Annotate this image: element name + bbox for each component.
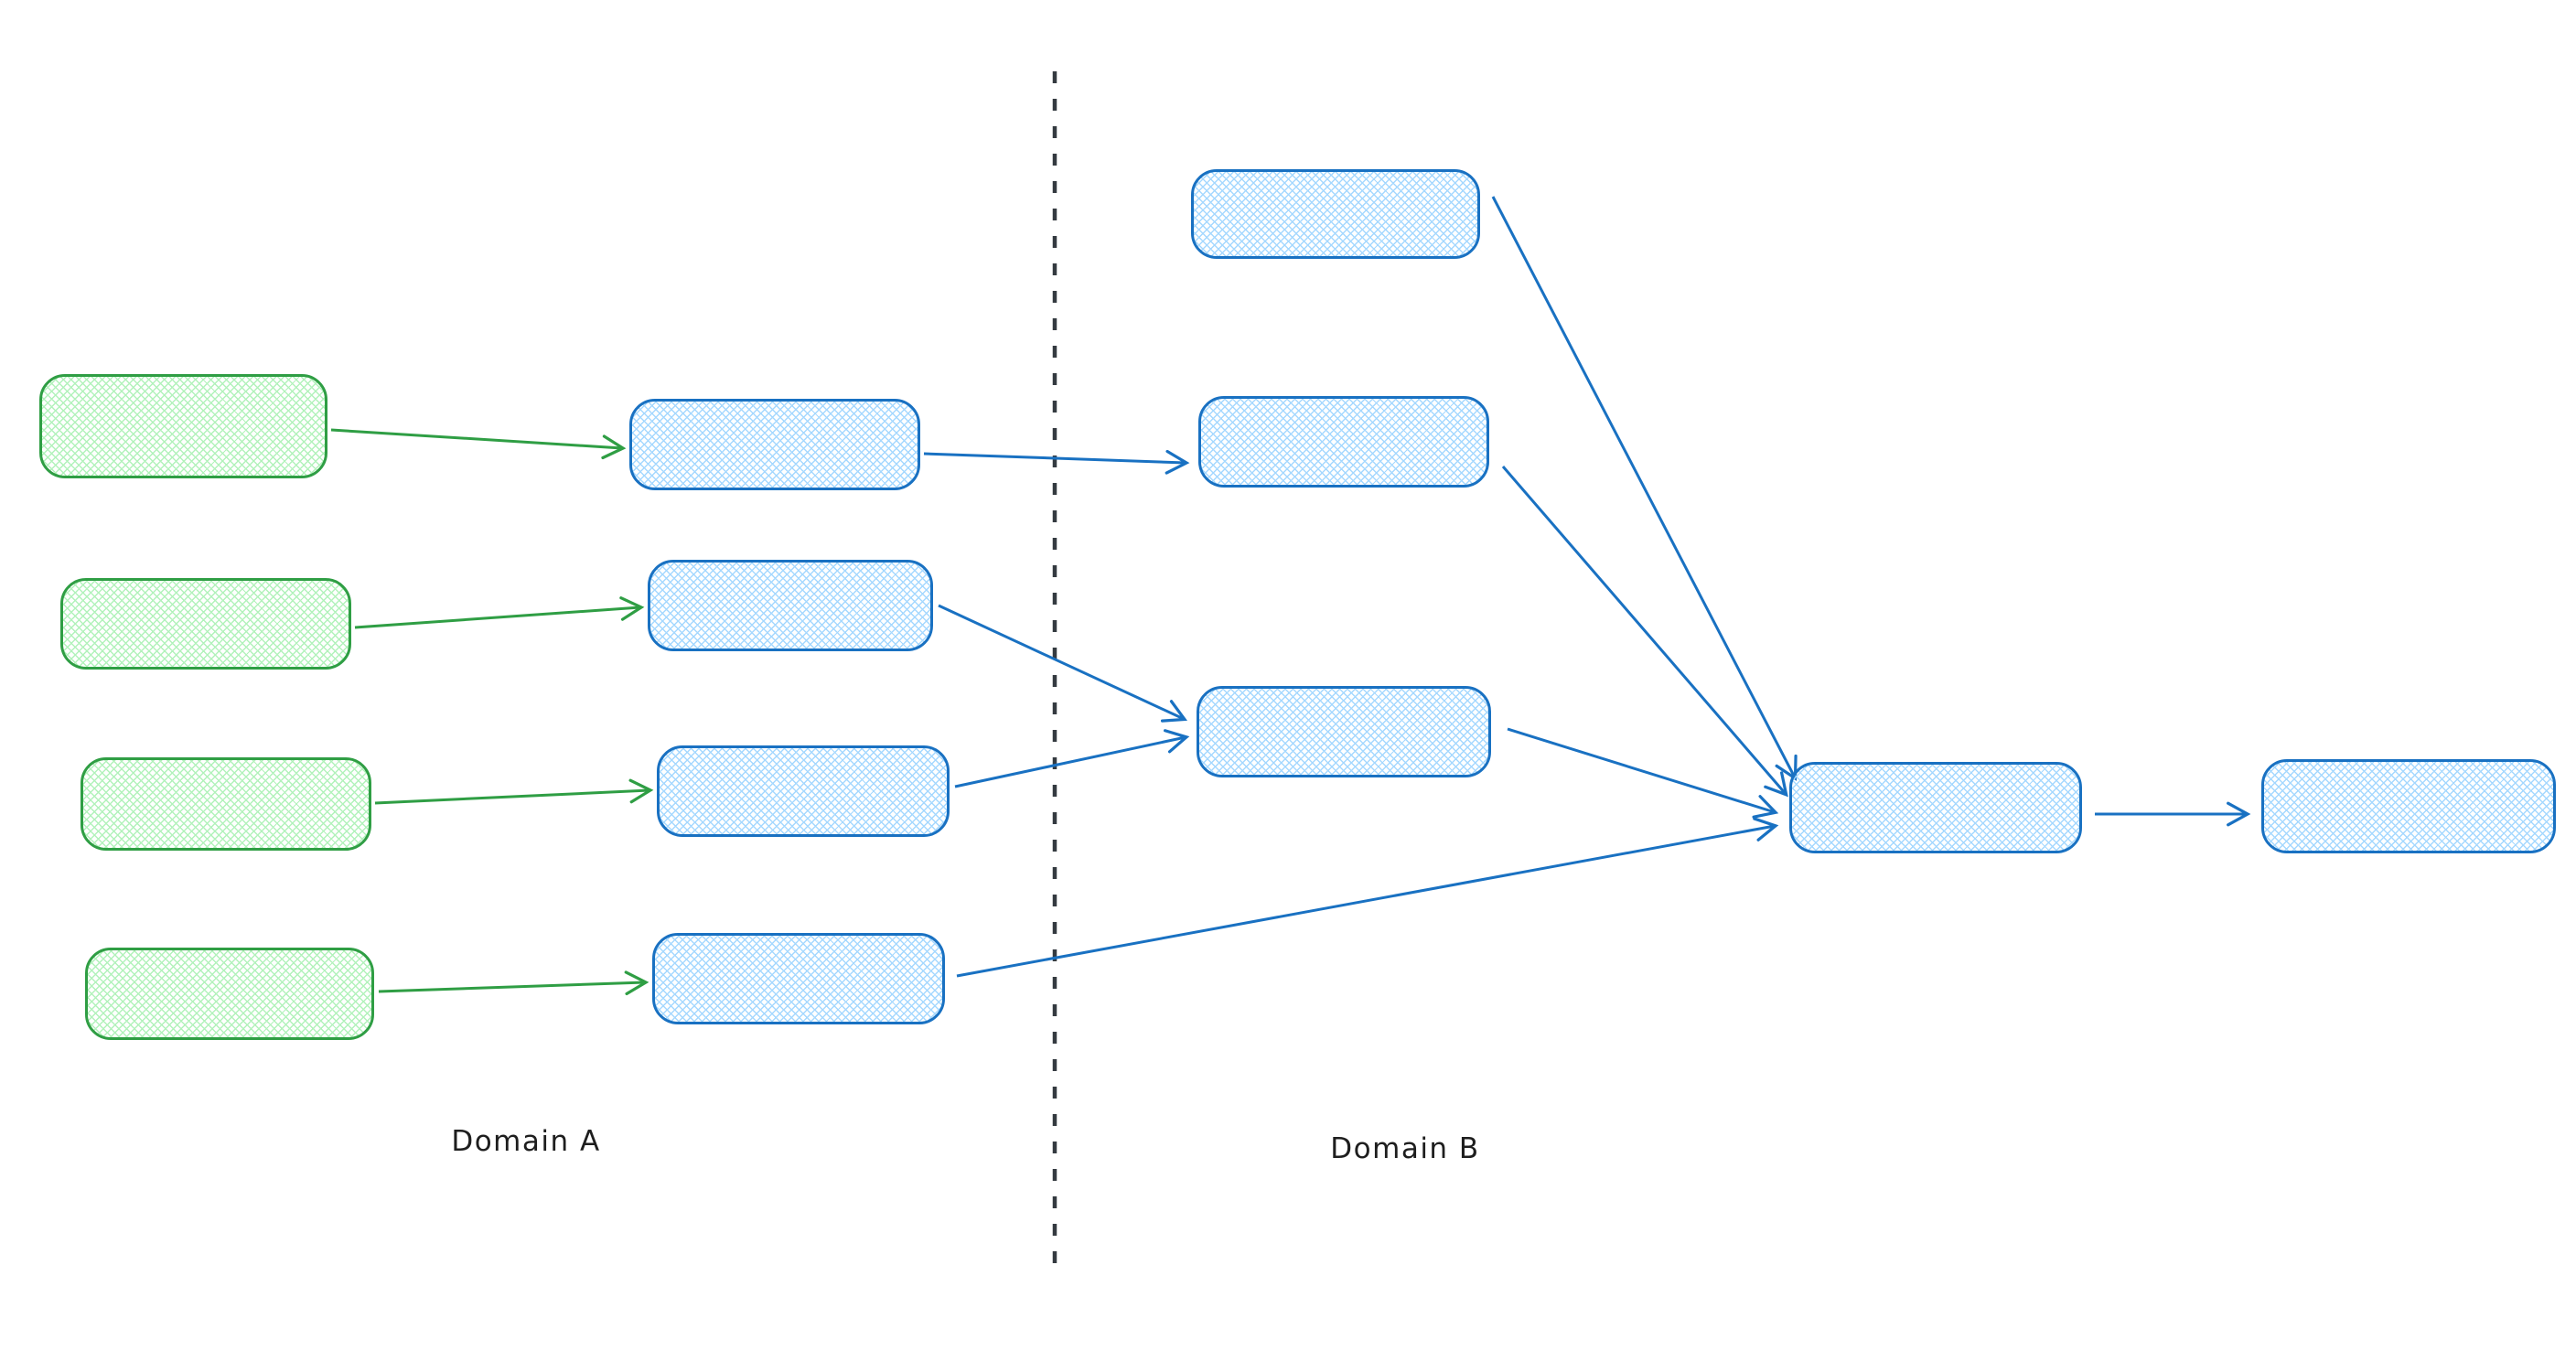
arrow-a-input-4-to-a-node-4	[378, 970, 649, 996]
node-a-node-3	[657, 745, 950, 837]
node-b-node-1	[1191, 169, 1480, 259]
arrow-b-node-1-to-b-merge	[1491, 196, 1798, 781]
node-a-node-1	[629, 399, 920, 490]
node-b-node-2	[1198, 396, 1489, 488]
node-a-node-2	[648, 560, 933, 651]
node-a-input-1	[39, 374, 327, 478]
arrow-a-input-3-to-a-node-3	[374, 778, 654, 805]
node-b-merge	[1789, 762, 2082, 853]
node-a-input-2	[60, 578, 351, 670]
node-a-input-3	[80, 757, 371, 851]
arrow-a-node-2-to-b-node-3	[938, 604, 1187, 723]
arrow-a-node-3-to-b-node-3	[954, 729, 1190, 788]
arrow-a-node-4-to-b-merge	[956, 817, 1779, 978]
arrow-a-input-2-to-a-node-2	[354, 596, 645, 629]
domain-b-label: Domain B	[1330, 1132, 1480, 1165]
arrow-a-node-1-to-b-node-2	[923, 449, 1190, 475]
arrow-a-input-1-to-a-node-1	[330, 428, 627, 460]
domain-a-label: Domain A	[451, 1125, 601, 1158]
node-a-input-4	[85, 948, 374, 1040]
node-a-node-4	[652, 933, 945, 1024]
arrow-b-node-3-to-b-merge	[1507, 727, 1779, 819]
node-b-output	[2261, 759, 2556, 853]
node-b-node-3	[1197, 686, 1491, 777]
arrow-b-node-2-to-b-merge	[1501, 466, 1788, 798]
